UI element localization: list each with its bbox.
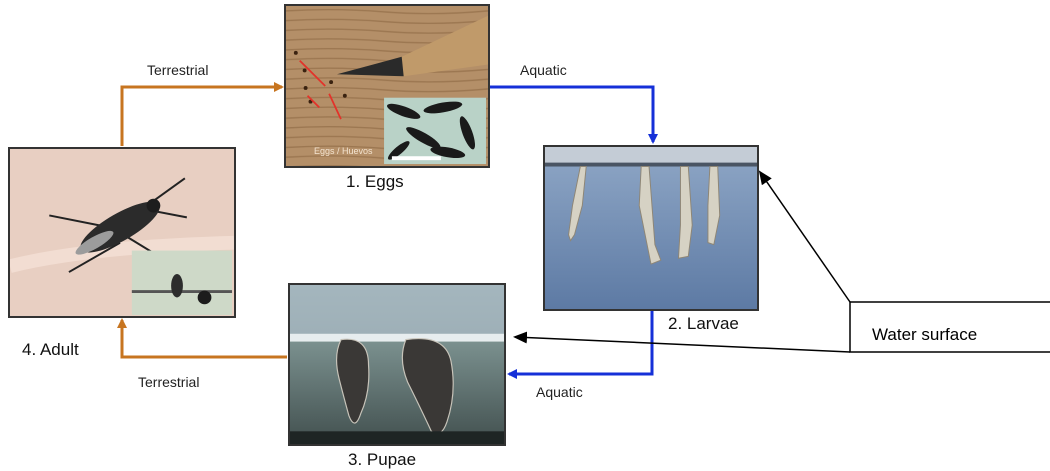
label-adult-to-eggs: Terrestrial <box>147 62 208 78</box>
adult-photo <box>8 147 236 318</box>
larvae-caption: 2. Larvae <box>668 314 739 334</box>
eggs-caption: 1. Eggs <box>346 172 404 192</box>
larvae-photo <box>543 145 759 311</box>
arrow-pupae-to-adult <box>122 320 287 357</box>
eggs-photo: Eggs / Huevos <box>284 4 490 168</box>
label-pupae-to-adult: Terrestrial <box>138 374 199 390</box>
pupae-caption: 3. Pupae <box>348 450 416 470</box>
callout-pointer-pupae <box>515 337 850 352</box>
pupae-photo <box>288 283 506 446</box>
label-eggs-to-larvae: Aquatic <box>520 62 567 78</box>
eggs-inset-label: Eggs / Huevos <box>314 146 373 156</box>
water-surface-callout: Water surface <box>872 325 977 345</box>
arrow-eggs-to-larvae <box>490 87 653 142</box>
label-larvae-to-pupae: Aquatic <box>536 384 583 400</box>
callout-pointer-larvae <box>760 172 850 302</box>
adult-caption: 4. Adult <box>22 340 79 360</box>
arrow-adult-to-eggs <box>122 87 282 146</box>
